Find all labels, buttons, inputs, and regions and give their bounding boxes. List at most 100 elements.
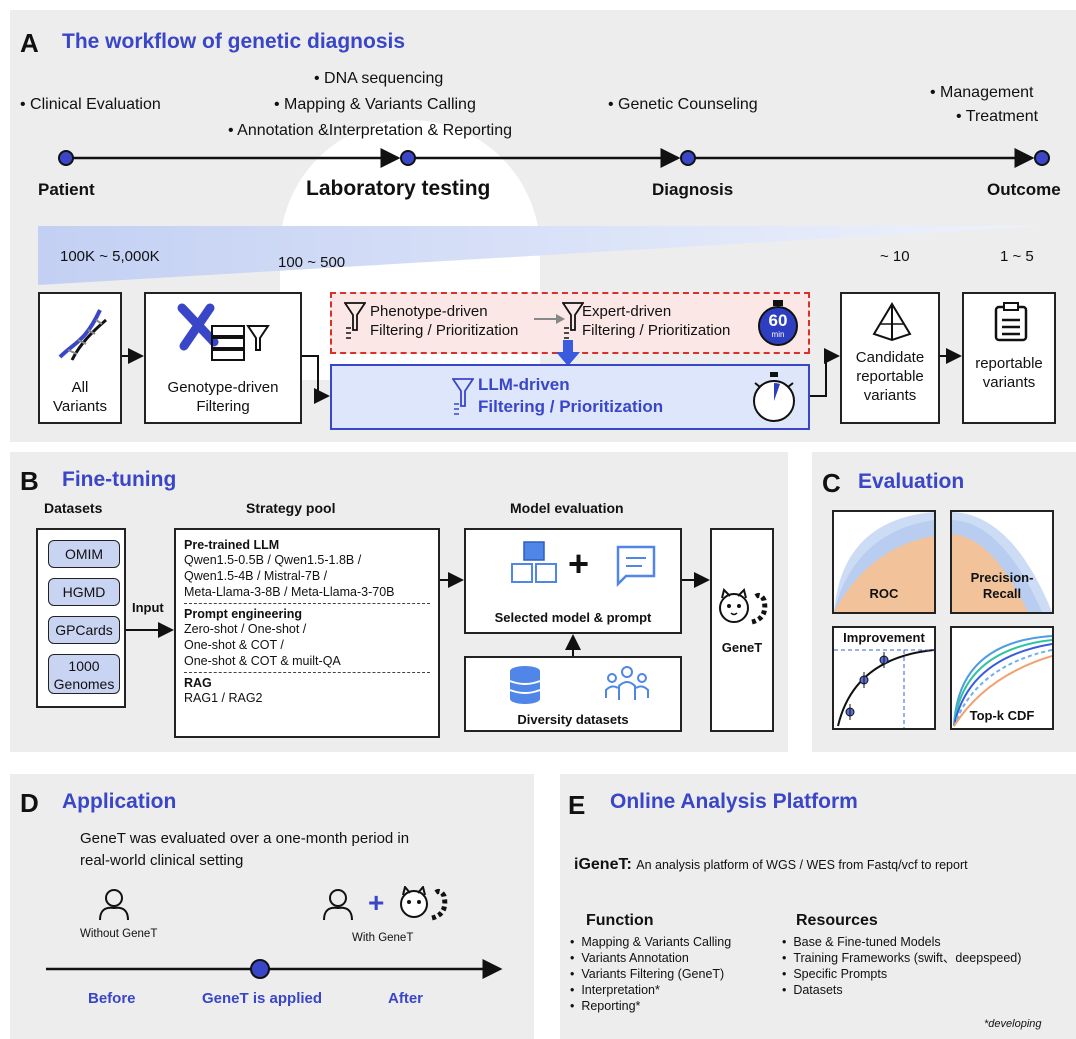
- topk-curves: [953, 635, 1052, 727]
- cubes-icon: [511, 541, 557, 583]
- bullet-treatment: • Treatment: [956, 108, 1039, 125]
- candidate-label-3: variants: [863, 387, 917, 404]
- selected-model-box: + Selected model & prompt: [464, 528, 682, 634]
- developing-footnote: *developing: [984, 1018, 1042, 1030]
- genet-box: GeneT: [710, 528, 774, 732]
- down-arrow-icon: [556, 340, 580, 366]
- candidate-label-2: reportable: [856, 368, 924, 385]
- function-item: • Variants Filtering (GeneT): [570, 967, 725, 981]
- workflow-timeline: [66, 148, 1035, 168]
- filter-icon-phenotype: [344, 302, 366, 339]
- phenotype-label-1: Phenotype-driven: [370, 303, 488, 320]
- chromosome-server-icon: [177, 303, 270, 361]
- genotype-label-2: Filtering: [196, 398, 250, 415]
- database-icon: [509, 666, 541, 704]
- rag-header: RAG: [184, 676, 212, 690]
- input-label: Input: [132, 600, 164, 615]
- all-variants-box: All Variants: [38, 292, 122, 424]
- topk-label: Top-k CDF: [969, 708, 1035, 723]
- stage-diagnosis: Diagnosis: [652, 180, 734, 199]
- pretrained-line-3: Meta-Llama-3-8B / Meta-Llama-3-70B: [184, 585, 395, 599]
- stopwatch-60-icon: 60 min: [758, 306, 798, 346]
- plus-icon: +: [568, 543, 590, 584]
- rag-line-1: RAG1 / RAG2: [184, 691, 263, 705]
- bullet-management: • Management: [930, 84, 1034, 101]
- genet-applied-label: GeneT is applied: [202, 990, 323, 1007]
- function-item: • Variants Annotation: [570, 951, 689, 965]
- variant-reduction-wedge: [38, 226, 1040, 285]
- phenotype-to-expert-arrow: [534, 314, 565, 324]
- diversity-datasets-label: Diversity datasets: [517, 712, 629, 727]
- after-label: After: [388, 990, 424, 1007]
- genet-label: GeneT: [721, 640, 763, 655]
- count-genotype: 100 ~ 500: [278, 254, 346, 271]
- function-item: • Interpretation*: [570, 983, 660, 997]
- panel-c-title: Evaluation: [858, 470, 965, 493]
- stage-outcome: Outcome: [987, 180, 1061, 199]
- strategy-divider: [184, 603, 430, 604]
- llm-filtering-box: [330, 364, 810, 430]
- panel-c-letter: C: [822, 468, 841, 498]
- dataset-hgmd: HGMD: [48, 578, 120, 606]
- laboratory-dot: [400, 150, 416, 166]
- panel-a-letter: A: [20, 28, 39, 58]
- dna-icon: [58, 309, 107, 361]
- resource-item: • Specific Prompts: [782, 967, 888, 981]
- all-variants-label-2: Variants: [53, 398, 107, 415]
- panel-e-title: Online Analysis Platform: [610, 790, 858, 813]
- pr-label: Precision- Recall: [952, 570, 1052, 602]
- reportable-label-2: variants: [982, 374, 1036, 391]
- strategy-divider: [184, 672, 430, 673]
- pr-curves: [952, 512, 1052, 612]
- resources-list: • Base & Fine-tuned Models • Training Fr…: [782, 934, 1021, 998]
- prompt-line-1: Zero-shot / One-shot /: [184, 622, 307, 636]
- llm-label-2: Filtering / Prioritization: [478, 397, 664, 416]
- panel-e: [560, 774, 1076, 1039]
- expert-label-1: Expert-driven: [582, 303, 672, 320]
- igenet-desc: An analysis platform of WGS / WES from F…: [636, 858, 968, 872]
- genotype-filtering-box: Genotype-driven Filtering: [144, 292, 302, 424]
- bullet-annotation: • Annotation &Interpretation & Reporting: [228, 122, 513, 139]
- bullet-mapping: • Mapping & Variants Calling: [274, 96, 476, 113]
- dataset-1000-genomes: 1000 Genomes: [48, 654, 120, 694]
- panel-d: [10, 774, 534, 1039]
- resource-item: • Base & Fine-tuned Models: [782, 935, 941, 949]
- stopwatch-crown: [773, 300, 783, 306]
- chat-bubble-icon: [616, 545, 656, 588]
- resource-item: • Training Frameworks (swift、deepspeed): [782, 951, 1022, 965]
- genet-applied-dot: [250, 959, 270, 979]
- pr-label-1: Precision-: [970, 570, 1034, 585]
- datasets-header: Datasets: [44, 500, 103, 516]
- count-candidate: ~ 10: [880, 248, 910, 265]
- selected-model-label: Selected model & prompt: [494, 610, 652, 625]
- reportable-variants-box: reportable variants: [962, 292, 1056, 424]
- all-variants-label-1: All: [71, 379, 89, 396]
- genotype-label-1: Genotype-driven: [167, 379, 279, 396]
- improvement-plot: Improvement: [832, 626, 936, 730]
- prompt-header: Prompt engineering: [184, 607, 303, 621]
- strategy-pool-box: Pre-trained LLM Qwen1.5-0.5B / Qwen1.5-1…: [174, 528, 440, 738]
- filter-icon-llm: [452, 378, 474, 415]
- prompt-line-3: One-shot & COT & muilt-QA: [184, 654, 341, 668]
- person-icon-without: [99, 889, 129, 921]
- function-item: • Reporting*: [570, 999, 641, 1013]
- precision-recall-plot: Precision- Recall: [950, 510, 1054, 614]
- before-label: Before: [88, 990, 136, 1007]
- application-desc-line-1: GeneT was evaluated over a one-month per…: [80, 830, 410, 847]
- function-item: • Mapping & Variants Calling: [570, 935, 732, 949]
- outcome-dot: [1034, 150, 1050, 166]
- improvement-curve: [834, 649, 934, 728]
- expert-label-2: Filtering / Prioritization: [582, 322, 731, 339]
- strategy-pool-header: Strategy pool: [246, 500, 336, 516]
- igenet-description: iGeneT: An analysis platform of WGS / WE…: [574, 856, 968, 874]
- diversity-datasets-box: Diversity datasets: [464, 656, 682, 732]
- stage-patient: Patient: [38, 180, 95, 199]
- pretrained-line-1: Qwen1.5-0.5B / Qwen1.5-1.8B /: [184, 553, 362, 567]
- prompt-line-2: One-shot & COT /: [184, 638, 284, 652]
- phenotype-label-2: Filtering / Prioritization: [370, 322, 519, 339]
- panel-d-letter: D: [20, 788, 39, 818]
- pretrained-header: Pre-trained LLM: [184, 538, 280, 552]
- pretrained-line-2: Qwen1.5-4B / Mistral-7B /: [184, 569, 328, 583]
- panel-b-connectors: [126, 572, 710, 656]
- plus-icon: +: [368, 887, 385, 918]
